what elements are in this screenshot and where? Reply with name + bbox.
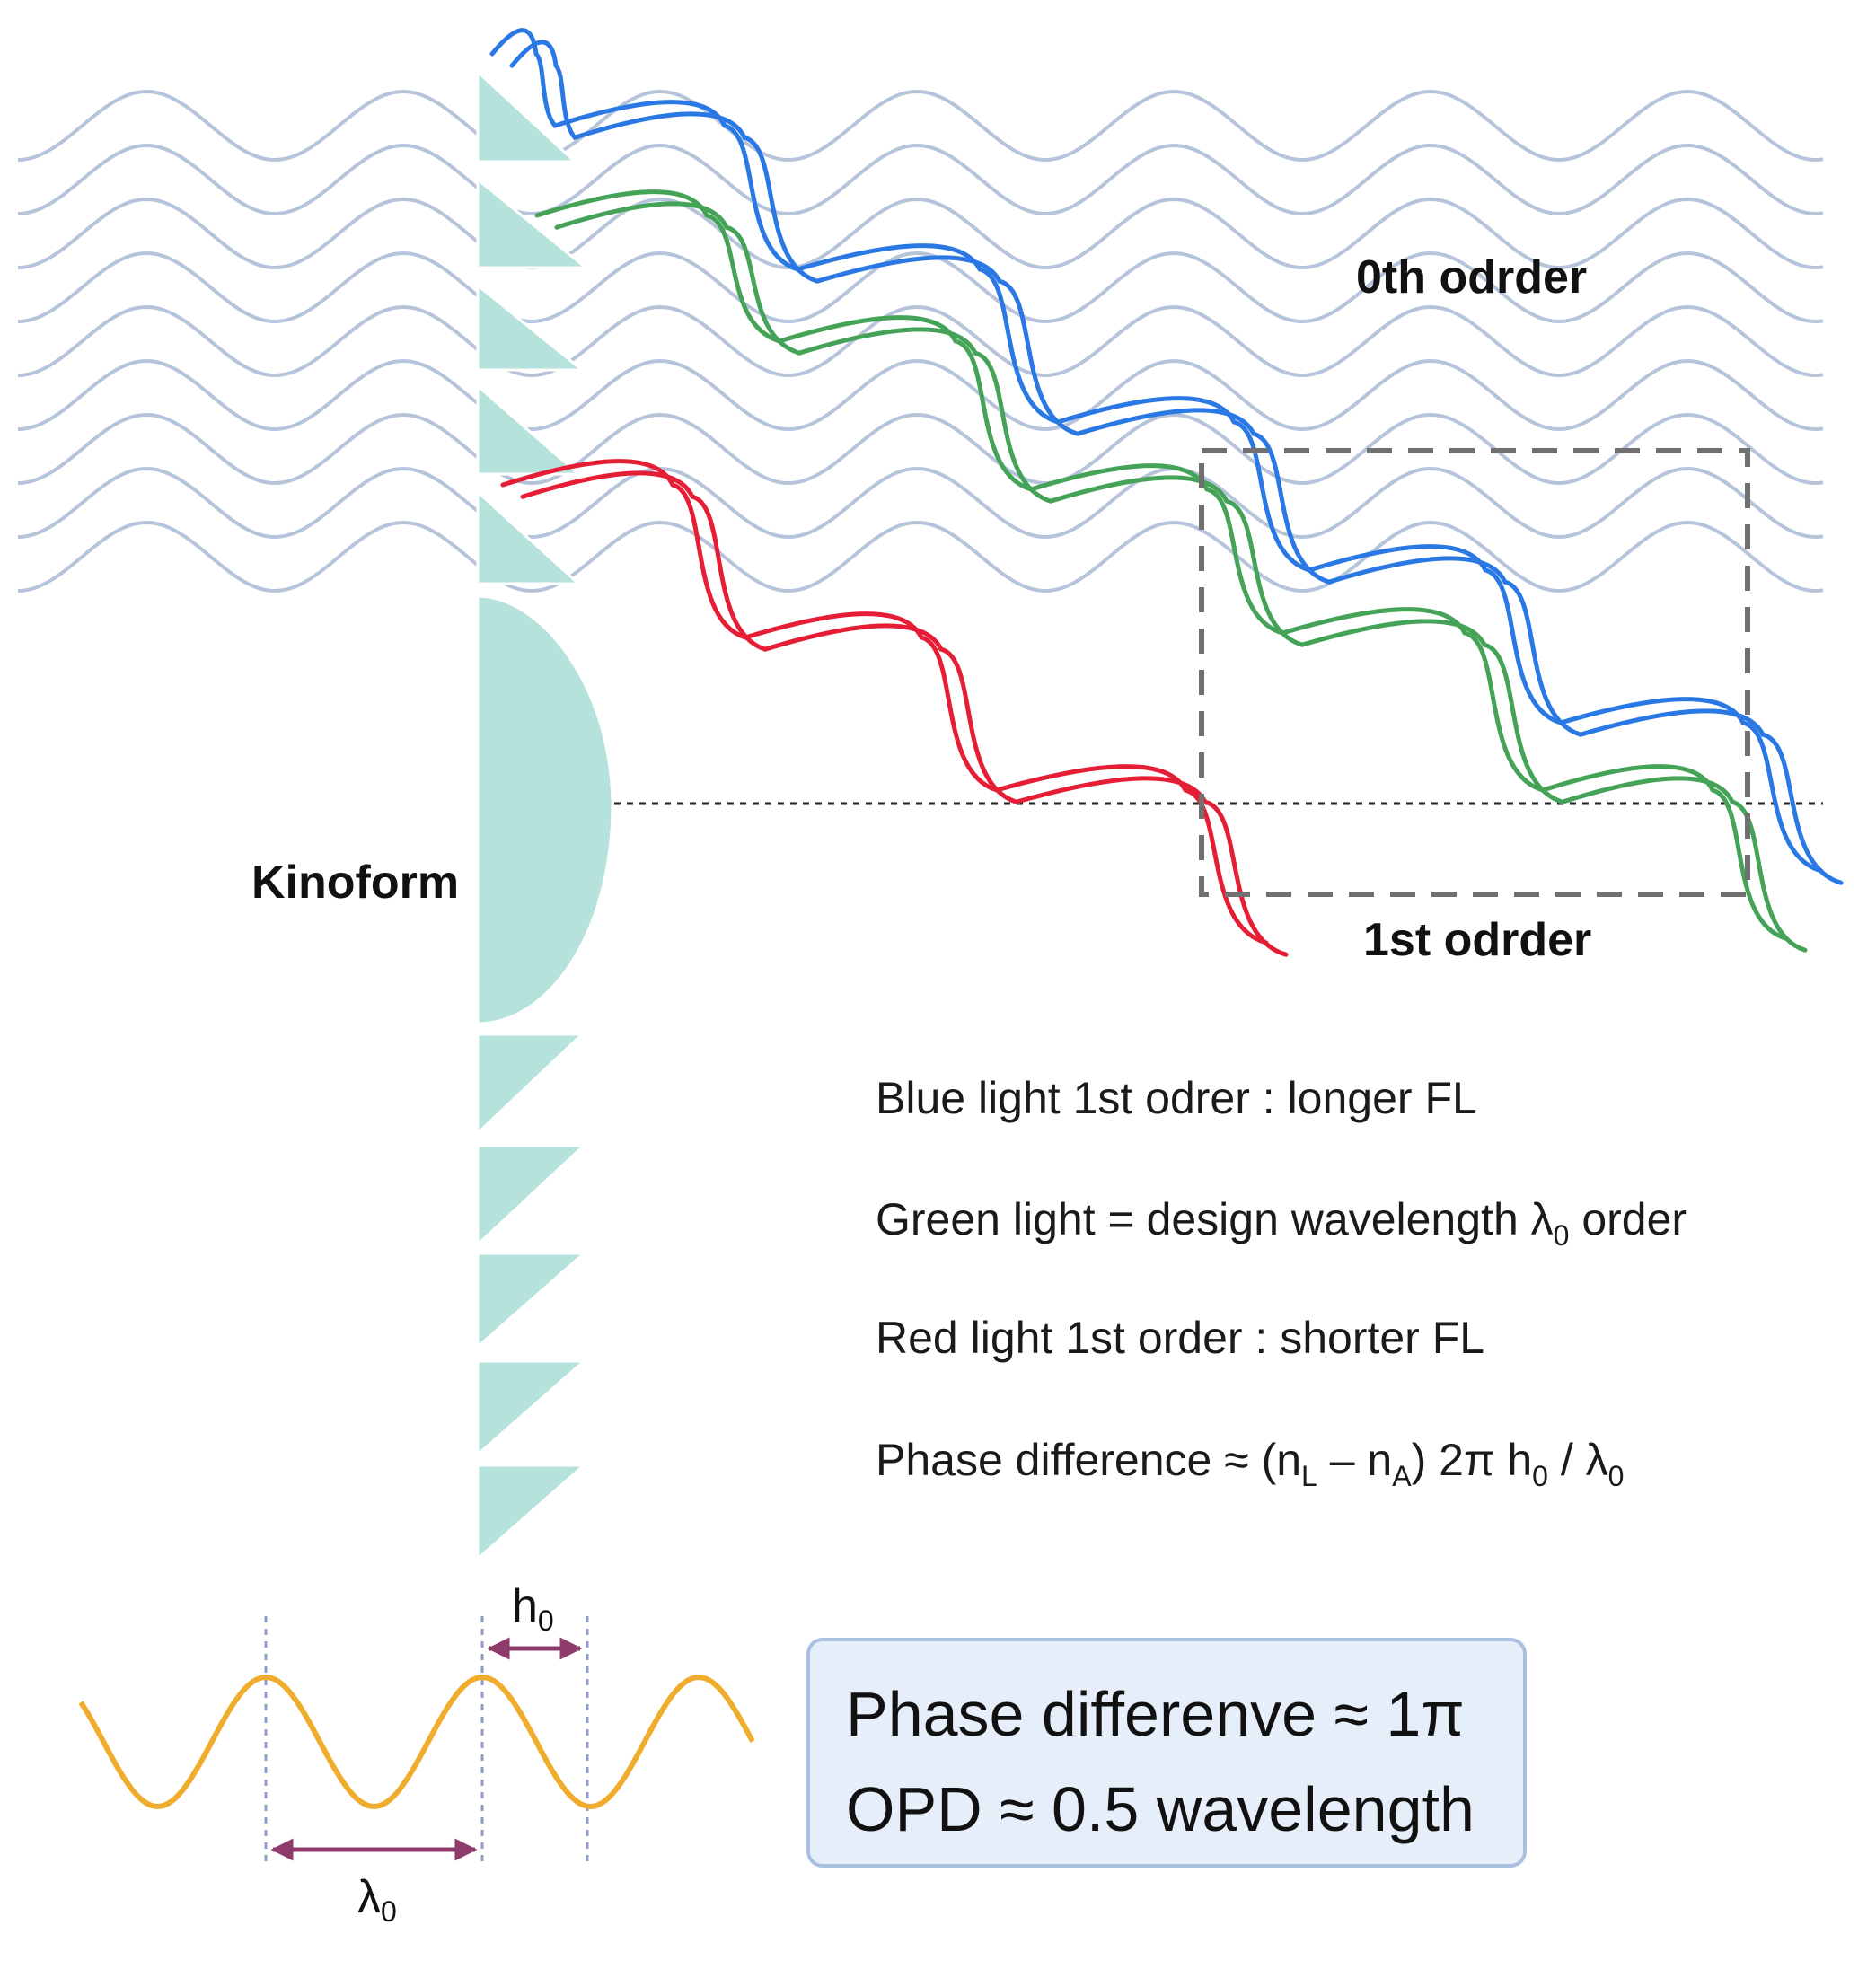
result-line-phase: Phase differenve ≈ 1π: [846, 1679, 1465, 1749]
note-phase-difference: Phase difference ≈ (nL – nA) 2π h0 / λ0: [876, 1435, 1624, 1492]
kinoform-profile: [476, 68, 614, 1562]
incident-plane-waves: [17, 89, 1824, 593]
result-box: Phase differenve ≈ 1π OPD ≈ 0.5 waveleng…: [806, 1638, 1527, 1868]
incident-wave-6: [17, 358, 1824, 432]
note-blue: Blue light 1st odrer : longer FL: [876, 1073, 1477, 1123]
kinoform-zone-bottom-4: [476, 1359, 587, 1458]
incident-wave-1: [17, 89, 1824, 163]
blue-ray-2: [509, 40, 1844, 885]
reference-wave-group: h0 λ0: [78, 1580, 755, 1928]
incident-wave-7: [17, 412, 1824, 486]
incident-wave-5: [17, 304, 1824, 378]
incident-wave-4: [17, 251, 1824, 324]
kinoform-zone-bottom-2: [476, 1144, 587, 1248]
first-order-box: [1199, 448, 1750, 897]
lambda0-label: λ0: [357, 1871, 397, 1928]
note-green: Green light = design wavelength λ0 order: [876, 1194, 1687, 1252]
zeroth-order-label: 0th odrder: [1356, 251, 1587, 303]
reference-wave: [78, 1674, 755, 1810]
first-order-label: 1st odrder: [1363, 914, 1591, 966]
red-ray-1: [500, 459, 1269, 945]
note-red: Red light 1st order : shorter FL: [876, 1313, 1484, 1363]
kinoform-zone-top-1: [476, 68, 578, 163]
result-line-opd: OPD ≈ 0.5 wavelength: [846, 1774, 1475, 1844]
kinoform-label: Kinoform: [251, 857, 459, 909]
green-ray-1: [534, 189, 1788, 941]
kinoform-zone-bottom-1: [476, 1033, 586, 1137]
red-ray-2: [520, 470, 1289, 957]
incident-wave-9: [17, 520, 1824, 593]
blue-ray-1: [489, 28, 1824, 874]
kinoform-zone-top-2: [476, 176, 590, 269]
kinoform-central-zone: [476, 594, 614, 1025]
kinoform-zone-top-3: [476, 282, 586, 372]
h0-label: h0: [512, 1580, 554, 1637]
green-ray-2: [554, 201, 1808, 953]
kinoform-zone-bottom-3: [476, 1252, 587, 1350]
kinoform-zone-top-5: [476, 488, 582, 585]
kinoform-zone-bottom-5: [476, 1464, 587, 1562]
incident-wave-3: [17, 197, 1824, 270]
incident-wave-8: [17, 466, 1824, 540]
kinoform-zone-top-4: [476, 382, 582, 476]
incident-wave-2: [17, 143, 1824, 216]
